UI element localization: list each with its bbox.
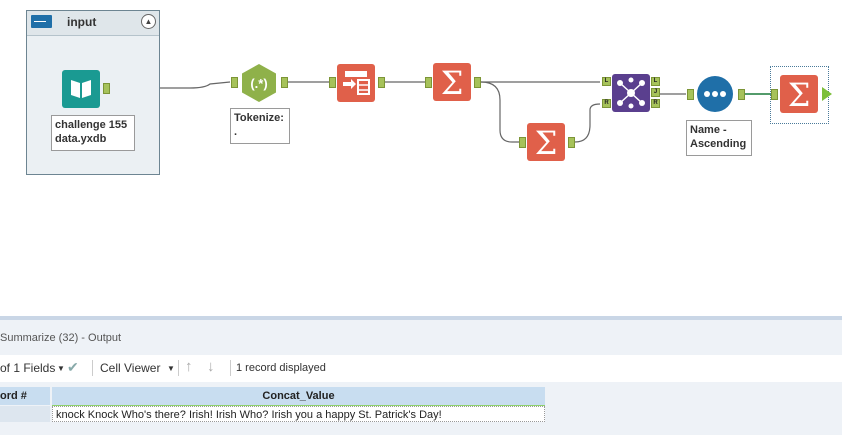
output-anchor[interactable] — [103, 83, 110, 94]
input-anchor[interactable] — [329, 77, 336, 88]
container-icon — [31, 15, 52, 28]
input-anchor[interactable] — [425, 77, 432, 88]
container-title: input — [67, 15, 97, 29]
toolbar-separator — [178, 360, 179, 376]
regex-glyph: (.*) — [250, 76, 267, 91]
annotation-line: . — [234, 126, 238, 138]
chevron-up-icon[interactable]: ▲ — [141, 14, 156, 29]
checkmark-icon[interactable]: ✔ — [67, 359, 79, 375]
record-number-cell — [0, 406, 50, 422]
join-right-input-anchor[interactable]: R — [602, 99, 611, 108]
sigma-icon: Σ — [788, 76, 811, 114]
sort-tool[interactable] — [696, 75, 734, 113]
annotation-line: data.yxdb — [55, 133, 107, 145]
sigma-glyph: Σ — [441, 64, 464, 101]
annotation-line: challenge 155 — [55, 119, 128, 131]
sort-annotation: Name - Ascending — [686, 120, 752, 156]
toolbar-separator — [230, 360, 231, 376]
book-icon — [71, 80, 91, 98]
records-count: 1 record displayed — [236, 362, 326, 374]
input-anchor[interactable] — [771, 89, 778, 100]
table-cell[interactable]: knock Knock Who's there? Irish! Irish Wh… — [52, 406, 545, 422]
regex-annotation: Tokenize: . — [230, 108, 290, 144]
container-header[interactable]: input ▲ — [27, 11, 159, 36]
dropdown-arrow-icon[interactable]: ▼ — [57, 364, 65, 373]
join-icon — [617, 77, 645, 109]
input-container[interactable]: input ▲ — [26, 10, 160, 175]
results-pane: Summarize (32) - Output of 1 Fields ▼ ✔ … — [0, 316, 842, 435]
connection-lines — [110, 81, 773, 143]
annotation-line: Tokenize: — [234, 112, 284, 124]
join-join-output-anchor[interactable]: J — [651, 88, 660, 97]
cell-viewer-dropdown[interactable]: Cell Viewer — [100, 361, 161, 375]
dropdown-arrow-icon[interactable]: ▼ — [167, 364, 175, 373]
text-to-columns-tool[interactable] — [337, 64, 375, 102]
join-right-output-anchor[interactable]: R — [651, 99, 660, 108]
sort-icon — [697, 76, 733, 112]
arrow-down-icon[interactable]: ↓ — [207, 358, 215, 375]
summarize-tool[interactable]: Σ — [433, 63, 471, 102]
input-anchor[interactable] — [231, 77, 238, 88]
output-anchor[interactable] — [568, 137, 575, 148]
regex-tool[interactable]: (.*) — [239, 63, 279, 103]
sigma-icon: Σ — [441, 64, 464, 102]
cell-text: knock Knock Who's there? Irish! Irish Wh… — [56, 409, 442, 421]
summarize-tool-selected[interactable]: Σ — [780, 75, 818, 114]
regex-icon: (.*) — [242, 64, 276, 102]
results-toolbar: of 1 Fields ▼ ✔ Cell Viewer ▼ ↑ ↓ 1 reco… — [0, 355, 842, 382]
workflow-canvas[interactable]: input ▲ challenge 155 data.yxdb (.*) Tok… — [0, 0, 842, 316]
fields-dropdown[interactable]: of 1 Fields — [0, 361, 56, 375]
arrow-up-icon[interactable]: ↑ — [185, 358, 193, 375]
sigma-glyph: Σ — [535, 124, 558, 161]
summarize-tool[interactable]: Σ — [527, 123, 565, 162]
annotation-line: Ascending — [690, 138, 747, 150]
sigma-icon: Σ — [535, 124, 558, 162]
output-anchor[interactable] — [822, 87, 832, 101]
text-to-columns-icon — [343, 71, 370, 95]
output-anchor[interactable] — [281, 77, 288, 88]
annotation-line: Name - — [690, 124, 727, 136]
input-anchor[interactable] — [519, 137, 526, 148]
column-header-label: Concat_Value — [262, 390, 335, 402]
input-anchor[interactable] — [687, 89, 694, 100]
sigma-glyph: Σ — [788, 76, 811, 113]
toolbar-separator — [92, 360, 93, 376]
results-title: Summarize (32) - Output — [0, 332, 122, 344]
input-data-tool[interactable] — [62, 70, 100, 108]
join-left-output-anchor[interactable]: L — [651, 77, 660, 86]
join-left-input-anchor[interactable]: L — [602, 77, 611, 86]
column-header-concat-value[interactable]: Concat_Value — [52, 387, 545, 408]
column-header-label: ord # — [0, 390, 27, 402]
column-header-record[interactable]: ord # — [0, 387, 50, 405]
join-tool[interactable] — [612, 74, 650, 112]
output-anchor[interactable] — [738, 89, 745, 100]
output-anchor[interactable] — [474, 77, 481, 88]
input-annotation: challenge 155 data.yxdb — [51, 115, 135, 151]
output-anchor[interactable] — [378, 77, 385, 88]
